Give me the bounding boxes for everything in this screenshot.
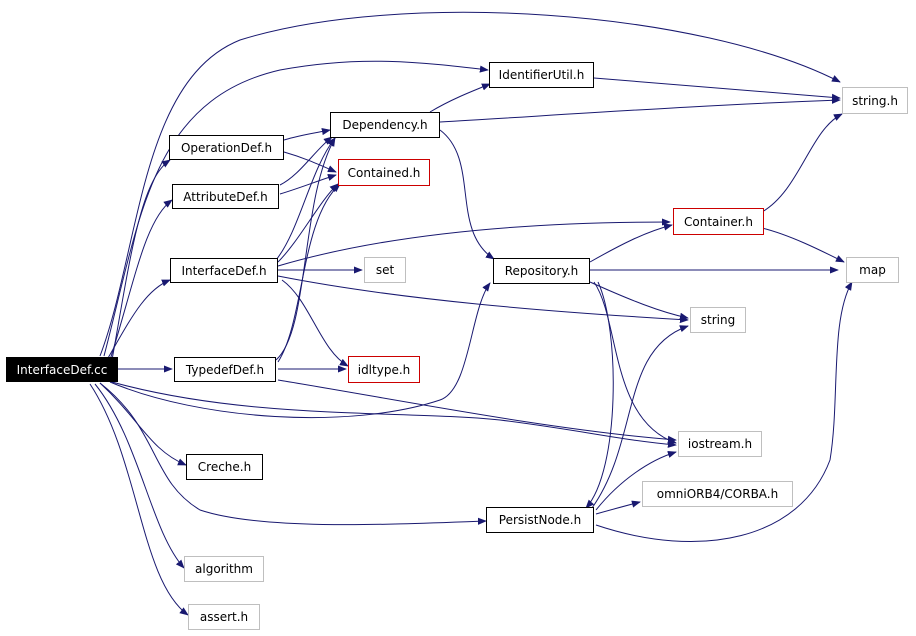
edge-repository-iostream [593,281,677,444]
edge-interfacedef-dependency [275,137,336,261]
node-persistnode-h[interactable]: PersistNode.h [486,507,594,533]
node-creche-h[interactable]: Creche.h [186,454,263,480]
node-contained-h[interactable]: Contained.h [338,159,430,186]
node-algorithm[interactable]: algorithm [184,556,264,582]
node-identifierutil-h[interactable]: IdentifierUtil.h [489,62,594,88]
edge-identifierutil-stringh [593,77,841,101]
edge-interfacedefcc-stringh [99,11,841,357]
node-interfacedef-h[interactable]: InterfaceDef.h [170,258,278,283]
edge-attributedef-dependency [279,136,333,186]
edge-typedefdef-dependency [275,137,336,361]
edge-attributedef-contained [279,173,337,195]
edge-container-stringh [761,113,843,213]
edge-interfacedef-string [277,275,689,324]
edge-interfacedefcc-identifierutil [103,60,489,357]
edge-persistnode-omniorb [595,500,641,515]
edge-interfacedefcc-algorithm [94,383,185,569]
edge-container-map [761,227,845,263]
edge-persistnode-iostream [595,450,677,511]
node-operationdef-h[interactable]: OperationDef.h [169,135,284,160]
edge-repository-persistnode [585,281,614,509]
edge-interfacedef-idltype [281,279,349,367]
edge-repository-string [589,281,689,320]
edge-interfacedefcc-operationdef [111,159,171,361]
edge-interfacedefcc-assert [89,383,189,616]
edge-interfacedef-container [277,218,671,267]
edge-interfacedefcc-repository [109,282,491,419]
edge-interfacedefcc-interfacedef [107,279,171,359]
edge-interfacedefcc-attributedef [109,199,173,361]
node-assert-h[interactable]: assert.h [188,604,260,630]
edge-repository-container [589,223,673,263]
edge-operationdef-contained [283,151,337,173]
node-interfacedef-cc[interactable]: InterfaceDef.cc [6,357,118,382]
node-iostream-h[interactable]: iostream.h [678,431,762,457]
edge-dependency-identifierutil [429,83,491,113]
edge-interfacedefcc-creche [99,382,187,466]
edge-interfacedef-contained [277,183,339,263]
node-typedefdef-h[interactable]: TypedefDef.h [174,357,276,382]
node-set[interactable]: set [364,257,406,283]
node-container-h[interactable]: Container.h [673,208,764,235]
edge-interfacedefcc-persistnode [99,382,487,526]
node-attributedef-h[interactable]: AttributeDef.h [172,184,279,209]
node-repository-h[interactable]: Repository.h [493,258,590,284]
node-string-h[interactable]: string.h [842,87,908,114]
node-string[interactable]: string [690,307,746,333]
edge-dependency-stringh [439,96,841,123]
edge-typedefdef-contained [277,183,341,363]
node-omniorb4-corba-h[interactable]: omniORB4/CORBA.h [642,481,793,507]
node-idltype-h[interactable]: idltype.h [348,356,420,383]
edge-interfacedefcc-iostream [111,381,677,448]
edge-persistnode-string [591,325,689,509]
edge-operationdef-dependency [283,128,331,141]
node-dependency-h[interactable]: Dependency.h [330,112,440,138]
edge-typedefdef-iostream [277,379,677,443]
node-map[interactable]: map [846,257,899,283]
edge-dependency-repository [439,129,495,260]
edge-persistnode-map [595,281,853,542]
